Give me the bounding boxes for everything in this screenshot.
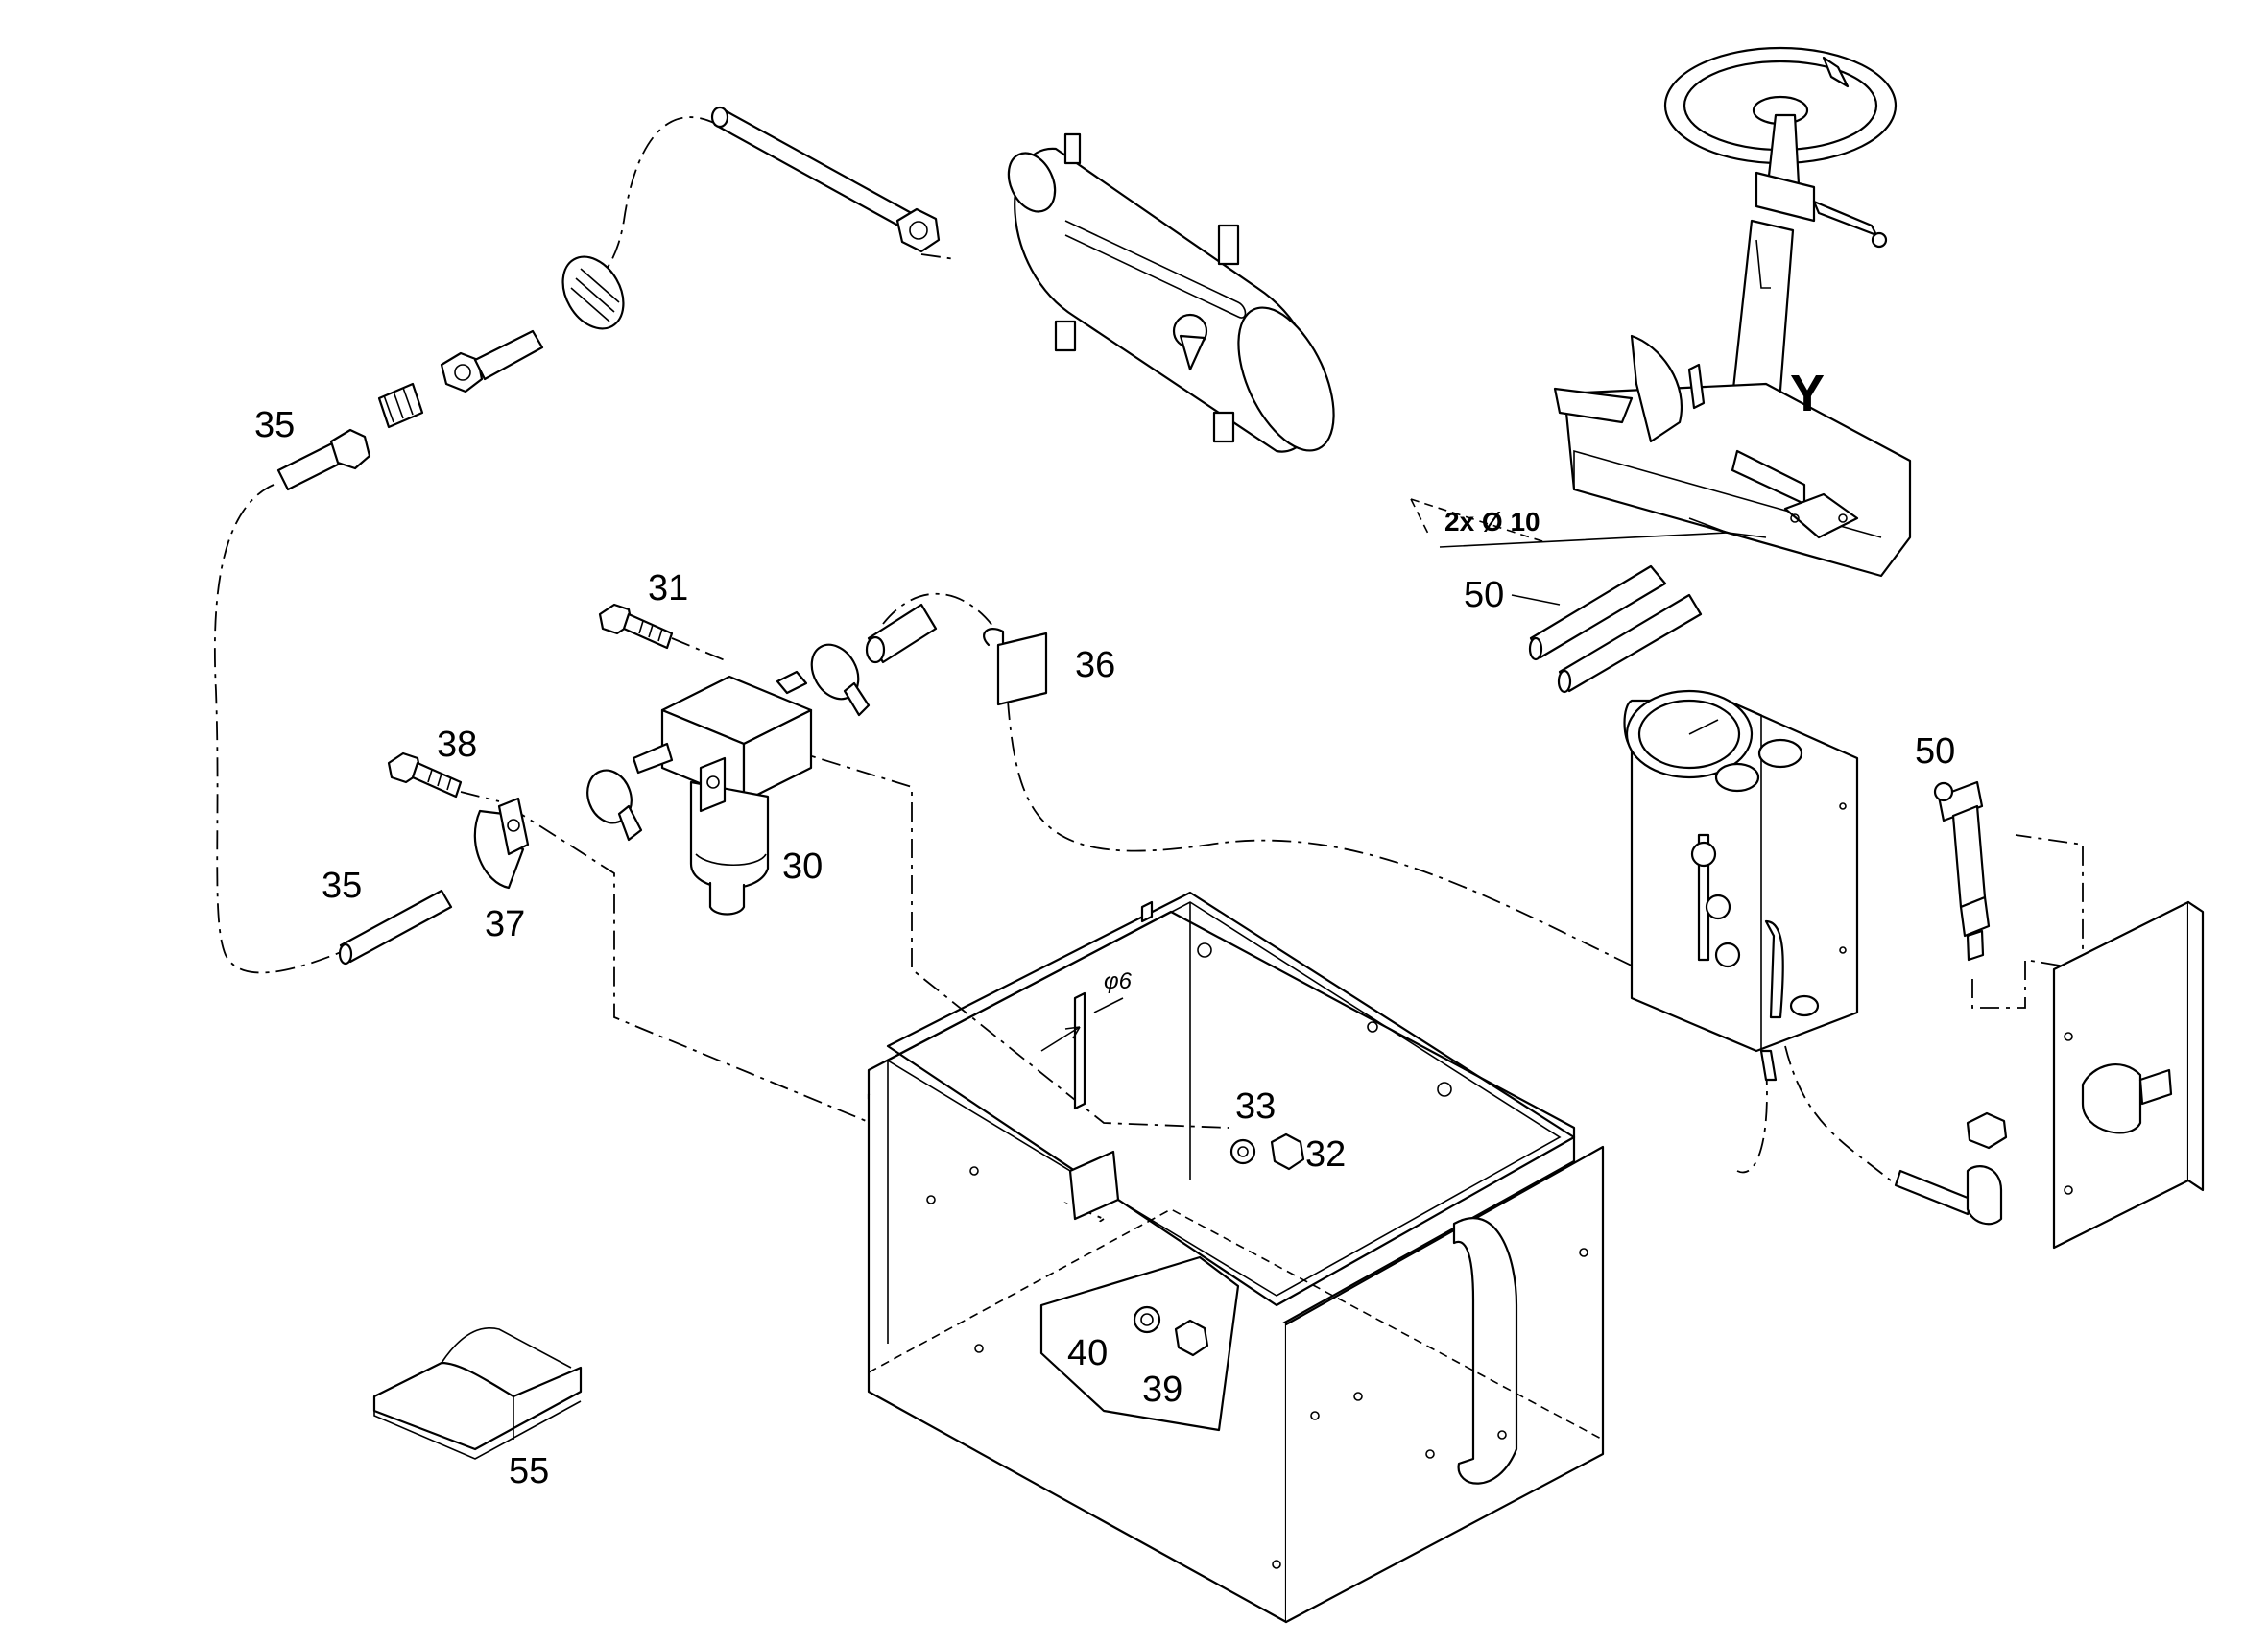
hose-route-left xyxy=(213,484,346,974)
callout-40: 40 xyxy=(1067,1333,1108,1373)
bolt-38 xyxy=(387,751,463,799)
clamp-37 xyxy=(473,797,530,890)
callout-55: 55 xyxy=(509,1451,549,1491)
connection-lines xyxy=(213,116,2084,1412)
leader-50 xyxy=(1511,594,1561,606)
callout-35-bottom: 35 xyxy=(322,866,362,906)
callout-31: 31 xyxy=(648,568,688,608)
hole-lines xyxy=(1410,498,1546,543)
air-tank xyxy=(1007,132,1335,453)
hose-pair-50 xyxy=(1439,517,1767,694)
hose-clamp-upper xyxy=(810,643,871,717)
pressure-gauge-panel xyxy=(1623,689,1859,1082)
callout-38: 38 xyxy=(437,725,477,765)
phi6-label: φ6 xyxy=(1104,968,1133,994)
phi6-arrow xyxy=(1040,997,1124,1052)
callout-35-top: 35 xyxy=(254,405,295,445)
elbow-fitting xyxy=(1894,1111,2008,1226)
air-hose-left xyxy=(338,889,453,966)
bolt-31 xyxy=(598,603,674,650)
clip-36 xyxy=(983,628,1048,706)
pressure-switch-50 xyxy=(1933,780,1991,962)
electrical-box xyxy=(867,891,1605,1624)
callout-37: 37 xyxy=(485,904,525,944)
route-bolt31 xyxy=(671,637,730,663)
route-gauge-fitting xyxy=(1784,1045,1892,1181)
hose-short xyxy=(865,603,938,664)
callout-labels: 35 31 36 38 30 35 37 33 32 40 39 55 50 5… xyxy=(254,365,1955,1491)
clip-route-36 xyxy=(882,592,999,634)
hose-clamp-lower xyxy=(586,769,643,842)
hose-route-tank xyxy=(920,253,956,260)
callout-33: 33 xyxy=(1235,1086,1276,1127)
route-filter-box xyxy=(786,748,1229,1129)
operating-manual-55 xyxy=(372,1327,583,1460)
water-filter-30 xyxy=(632,670,813,916)
callout-50-column: 50 xyxy=(1464,575,1504,615)
route-gauge-bottom xyxy=(1736,1064,1768,1174)
route-sensor xyxy=(1971,834,2084,1009)
fitting-chain xyxy=(276,255,625,491)
callout-30: 30 xyxy=(782,846,823,887)
route-36-gauge xyxy=(1007,700,1748,1018)
mounting-bracket xyxy=(2052,900,2205,1250)
hole-note: 2x Ø 10 xyxy=(1444,507,1540,536)
route-clamp-box xyxy=(508,805,1105,1220)
steering-column xyxy=(1553,46,1912,578)
callout-39: 39 xyxy=(1142,1370,1182,1410)
route-bolt38 xyxy=(460,791,500,802)
view-letter-y: Y xyxy=(1790,365,1825,422)
callout-36: 36 xyxy=(1075,645,1115,685)
callout-32: 32 xyxy=(1305,1134,1346,1175)
hose-route-top xyxy=(575,116,719,285)
callout-50-switch: 50 xyxy=(1915,731,1955,772)
air-hose-top xyxy=(710,106,941,253)
